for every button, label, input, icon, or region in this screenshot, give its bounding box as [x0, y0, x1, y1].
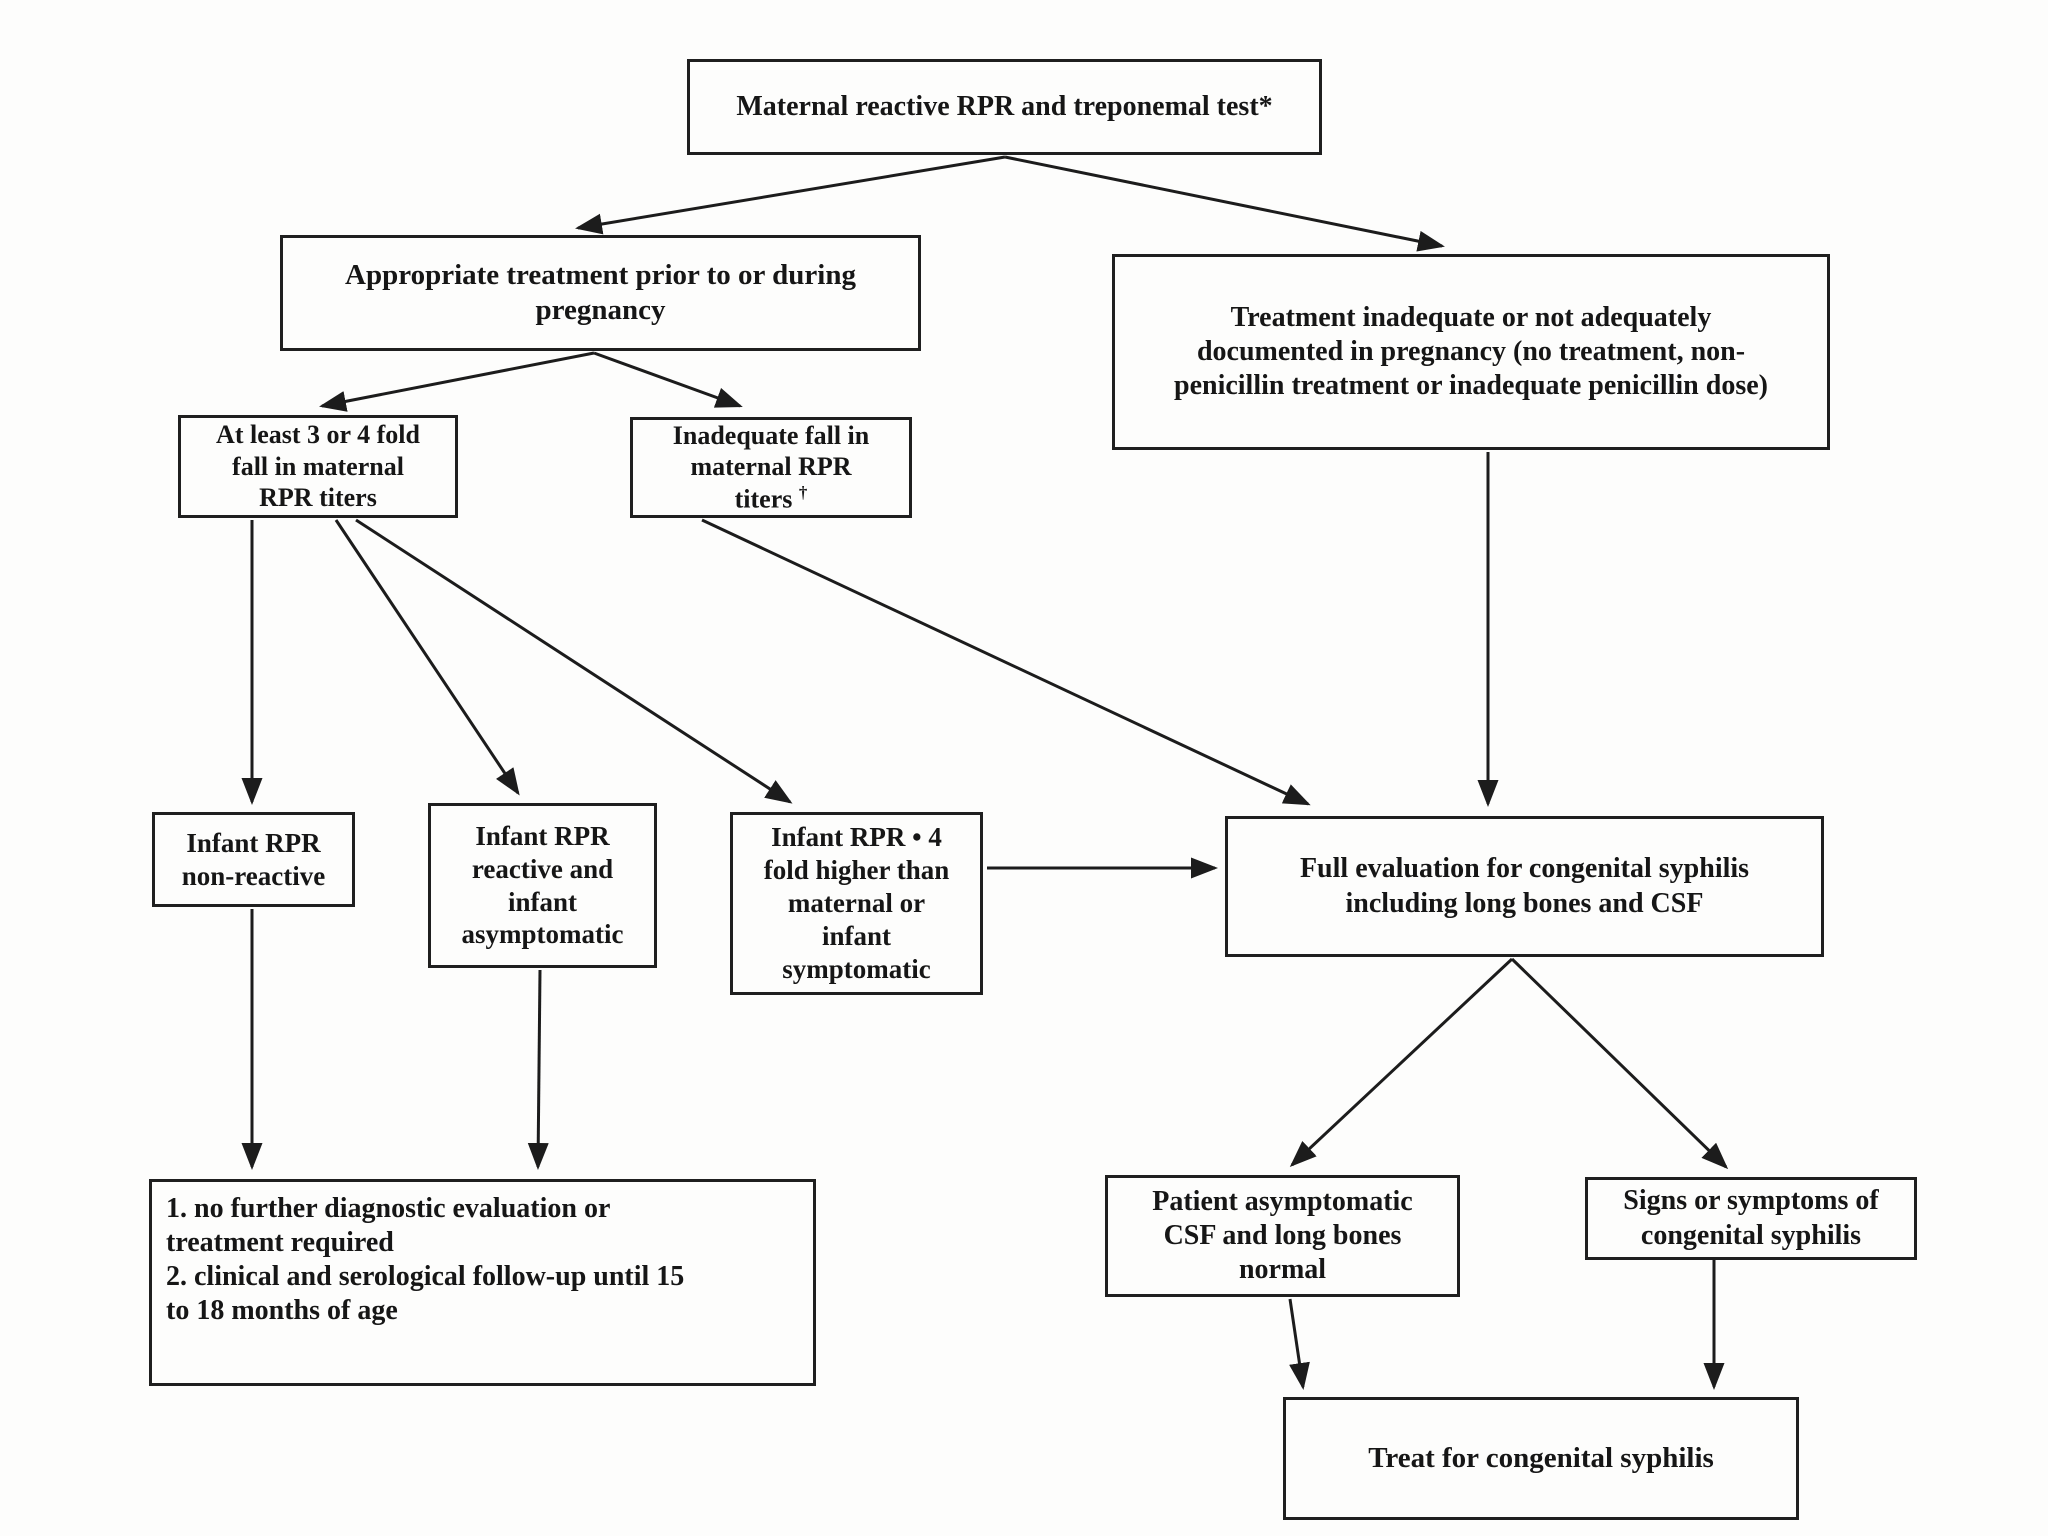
- arrow-full-evaluation-to-signs-symptoms: [1510, 957, 1729, 1170]
- arrow-reactive-asymptomatic-to-followup: [527, 969, 549, 1170]
- node-patient-asymptomatic-normal: Patient asymptomatic CSF and long bones …: [1105, 1175, 1460, 1297]
- node-full-evaluation: Full evaluation for congenital syphilis …: [1225, 816, 1824, 957]
- arrow-appropriate-to-inadequate-fall: [593, 351, 743, 408]
- arrow-inadequate-fall-to-full-evaluation: [701, 518, 1311, 806]
- node-infant-rpr-4fold: Infant RPR • 4 fold higher than maternal…: [730, 812, 983, 995]
- arrow-adequate-fall-to-reactive-asymptomatic: [334, 519, 520, 796]
- node-signs-symptoms: Signs or symptoms of congenital syphilis: [1585, 1177, 1917, 1260]
- node-inadequate-fall: Inadequate fall in maternal RPR titers †: [630, 417, 912, 518]
- node-treatment-inadequate: Treatment inadequate or not adequately d…: [1112, 254, 1830, 450]
- arrow-full-evaluation-to-asymptomatic-normal: [1289, 957, 1514, 1168]
- dagger-footnote-mark: †: [798, 483, 808, 503]
- node-appropriate-treatment: Appropriate treatment prior to or during…: [280, 235, 921, 351]
- node-infant-rpr-nonreactive: Infant RPR non-reactive: [152, 812, 355, 907]
- node-followup-recommendations: 1. no further diagnostic evaluation or t…: [149, 1179, 816, 1386]
- arrow-appropriate-to-adequate-fall: [319, 351, 595, 412]
- node-maternal-test: Maternal reactive RPR and treponemal tes…: [687, 59, 1322, 155]
- node-adequate-fall: At least 3 or 4 fold fall in maternal RP…: [178, 415, 458, 518]
- node-infant-rpr-reactive-asymptomatic: Infant RPR reactive and infant asymptoma…: [428, 803, 657, 968]
- arrow-maternal-to-appropriate: [575, 155, 1006, 235]
- arrow-maternal-to-inadequate-treatment: [1004, 155, 1445, 252]
- arrow-adequate-fall-to-4fold: [355, 518, 793, 804]
- node-treat-congenital-syphilis: Treat for congenital syphilis: [1283, 1397, 1799, 1520]
- arrow-asymptomatic-normal-to-treat: [1288, 1298, 1310, 1390]
